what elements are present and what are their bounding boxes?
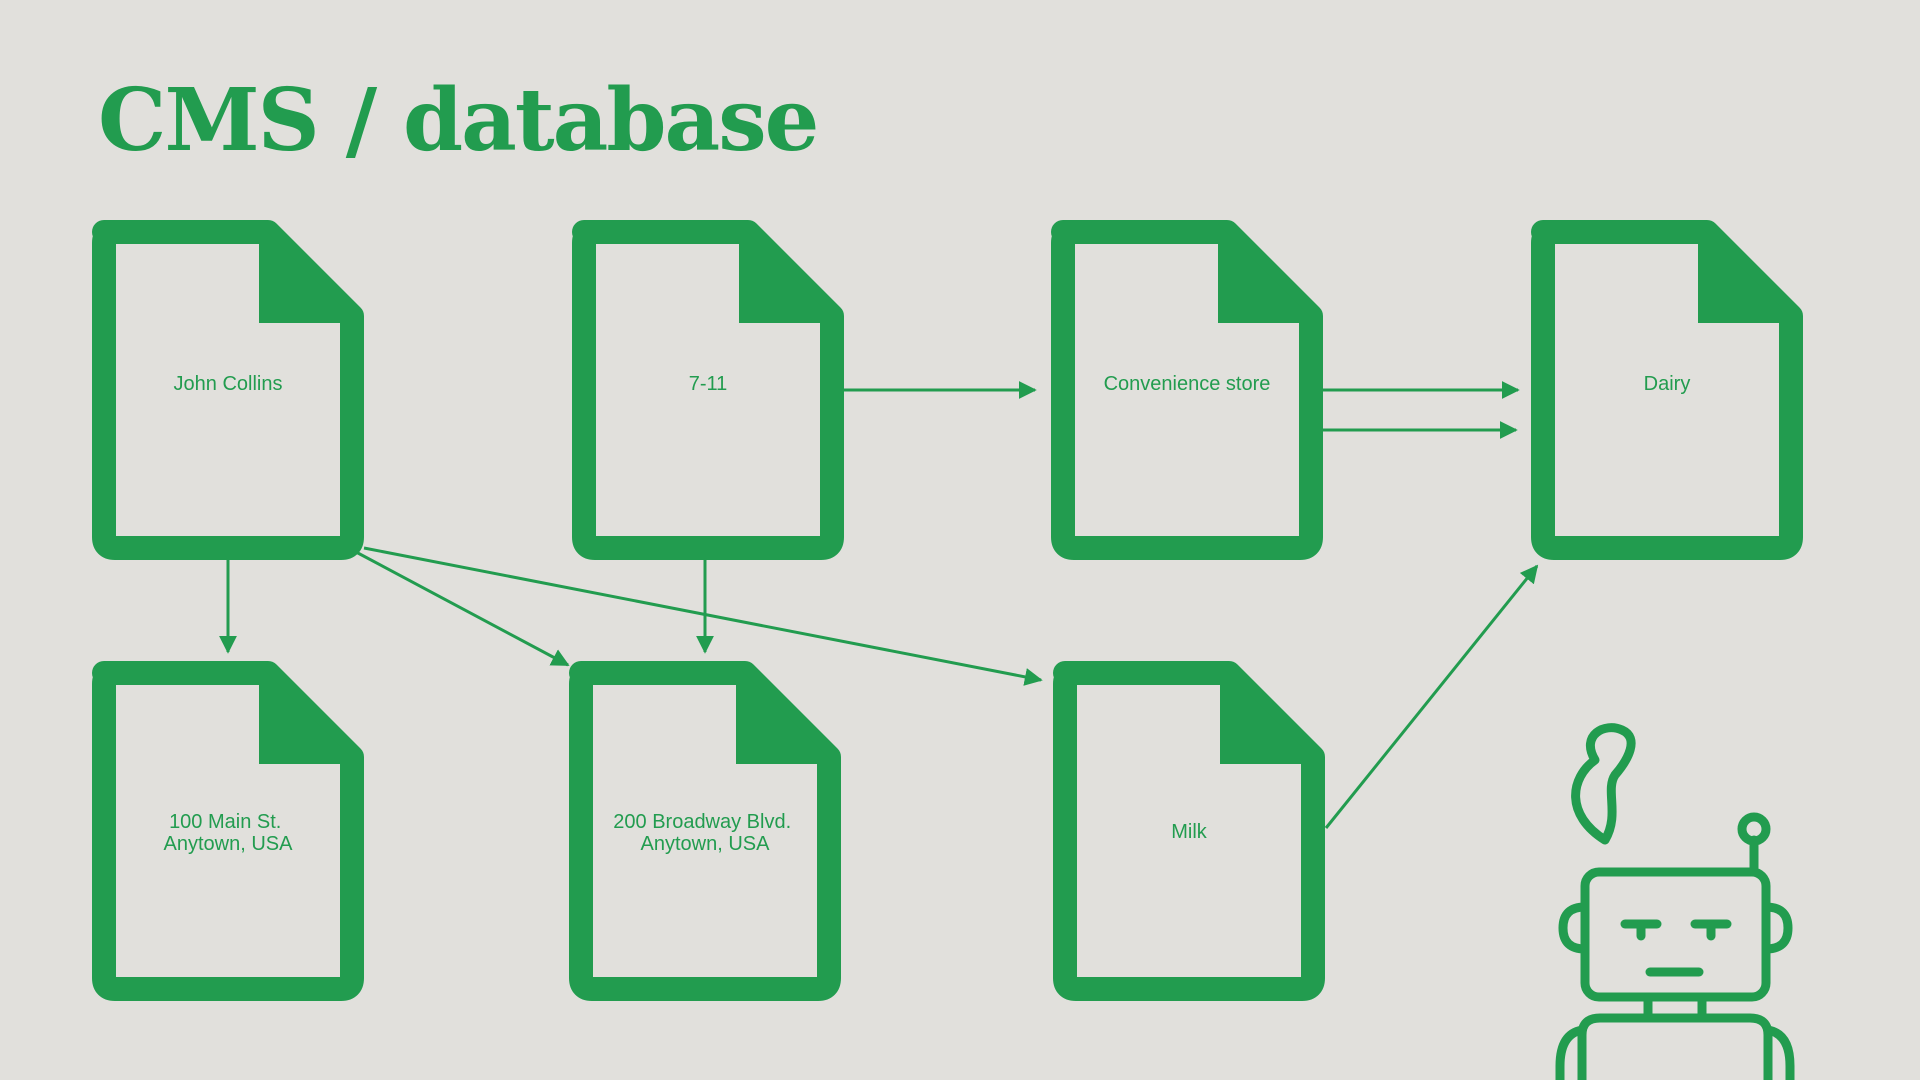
document-label-line: Convenience store <box>1104 373 1271 395</box>
document-label-line: Milk <box>1171 821 1208 843</box>
connectors <box>219 381 1539 829</box>
document-fold-icon <box>1218 224 1317 323</box>
steam-icon <box>1571 723 1636 845</box>
document-label-line: John Collins <box>174 373 283 395</box>
document-label-line: 7-11 <box>689 373 728 395</box>
document-convenience-store: Convenience store <box>1051 220 1323 560</box>
document-seven-eleven: 7-11 <box>572 220 844 560</box>
document-icon <box>1053 661 1325 1001</box>
svg-text:200 Broadway Blvd. Anyto: 200 Broadway Blvd. Anytown, USA <box>613 811 796 855</box>
svg-text:7-11: 7-11 <box>689 373 728 395</box>
robot-left-arm-icon <box>1555 1025 1587 1080</box>
svg-text:Convenience store: Convenience store <box>1104 373 1271 395</box>
robot-antenna-tip-icon <box>1737 812 1771 846</box>
document-john-collins: John Collins <box>92 220 364 560</box>
document-icon <box>1051 220 1323 560</box>
svg-text:Dairy: Dairy <box>1644 373 1691 395</box>
svg-text:Milk: Milk <box>1171 821 1208 843</box>
robot-body-icon <box>1577 1013 1773 1080</box>
document-icon <box>92 661 364 1001</box>
document-100-main-st: 100 Main St. Anytown, USA <box>92 661 364 1001</box>
document-label-line: Dairy <box>1644 373 1691 395</box>
document-fold-icon <box>1698 224 1797 323</box>
document-label-line: 200 Broadway Blvd. <box>613 811 791 833</box>
document-icon <box>1531 220 1803 560</box>
document-fold-icon <box>259 224 358 323</box>
robot-icon <box>1555 723 1795 1080</box>
document-icon <box>92 220 364 560</box>
connector-john-to-broadway <box>355 550 570 667</box>
document-fold-icon <box>736 665 835 764</box>
connector-milk-to-dairy <box>1324 564 1539 829</box>
document-dairy: Dairy <box>1531 220 1803 560</box>
document-fold-icon <box>739 224 838 323</box>
robot-left-ear-icon <box>1558 902 1590 954</box>
document-icon <box>572 220 844 560</box>
document-icon <box>569 661 841 1001</box>
document-fold-icon <box>1220 665 1319 764</box>
document-label-line: Anytown, USA <box>164 833 294 855</box>
robot-right-arm-icon <box>1763 1025 1795 1080</box>
svg-text:100 Main St. Anytown, US: 100 Main St. Anytown, USA <box>164 811 294 855</box>
document-label-line: Anytown, USA <box>641 833 771 855</box>
document-label-line: 100 Main St. <box>169 811 281 833</box>
document-fold-icon <box>259 665 358 764</box>
robot-right-ear-icon <box>1761 902 1793 954</box>
connector-john-to-milk <box>363 546 1043 686</box>
page-title: CMS / database <box>98 70 819 171</box>
document-milk: Milk <box>1053 661 1325 1001</box>
robot-head-icon <box>1580 867 1771 1002</box>
svg-text:John Collins: John Collins <box>174 373 283 395</box>
document-200-broadway-blvd: 200 Broadway Blvd. Anytown, USA <box>569 661 841 1001</box>
